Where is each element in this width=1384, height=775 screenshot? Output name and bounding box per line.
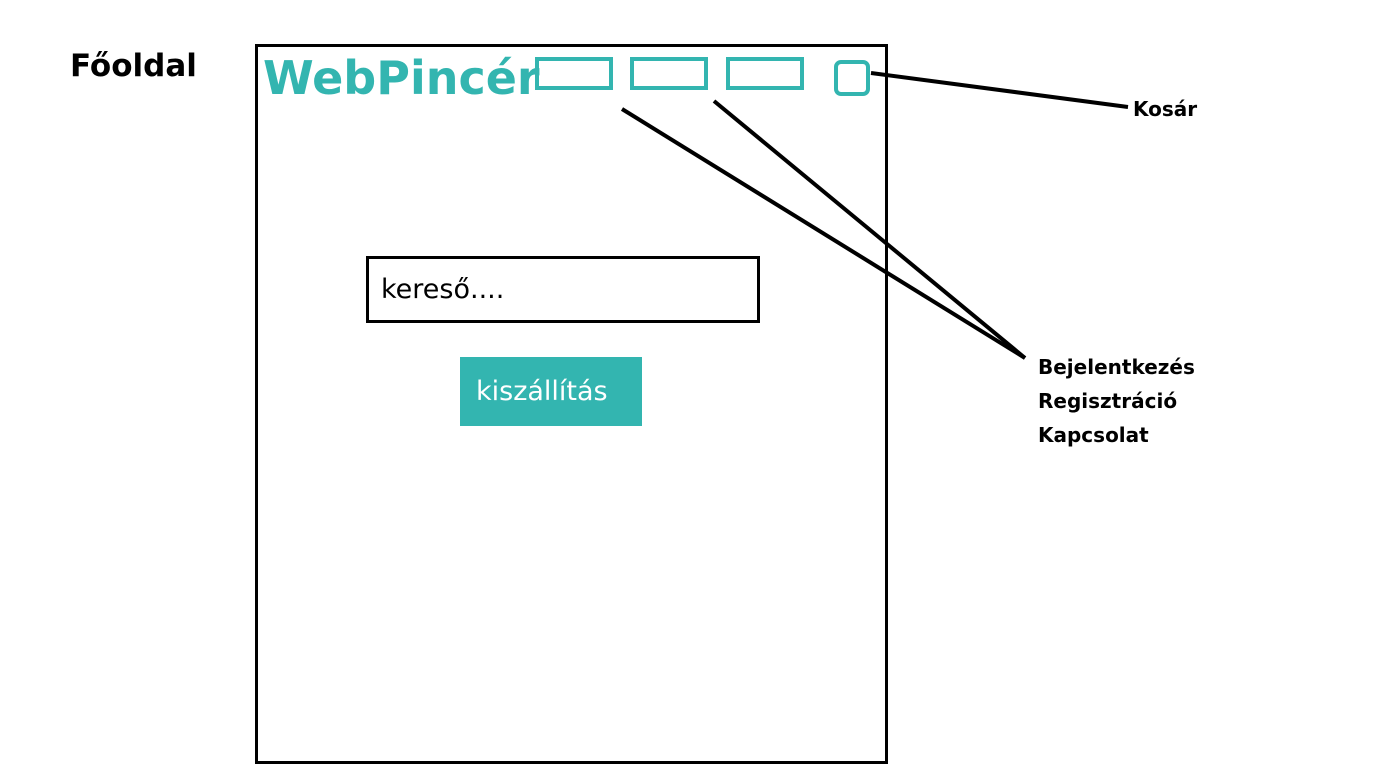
- cart-icon[interactable]: [834, 60, 870, 96]
- nav-placeholder-register[interactable]: [630, 57, 708, 90]
- nav-annotation-list: Bejelentkezés Regisztráció Kapcsolat: [1038, 350, 1195, 452]
- nav-annotation-login: Bejelentkezés: [1038, 355, 1195, 379]
- nav-placeholder-contact[interactable]: [726, 57, 804, 90]
- nav-placeholder-login[interactable]: [535, 57, 613, 90]
- page-title: Főoldal: [70, 48, 197, 84]
- delivery-button[interactable]: kiszállítás: [460, 357, 642, 426]
- nav-annotation-register: Regisztráció: [1038, 389, 1178, 413]
- cart-annotation-label: Kosár: [1133, 97, 1198, 121]
- cart-connector-line: [870, 71, 1129, 109]
- brand-logo[interactable]: WebPincér: [263, 51, 540, 105]
- search-input[interactable]: [366, 256, 760, 323]
- nav-annotation-contact: Kapcsolat: [1038, 423, 1149, 447]
- mockup-frame: [255, 44, 888, 764]
